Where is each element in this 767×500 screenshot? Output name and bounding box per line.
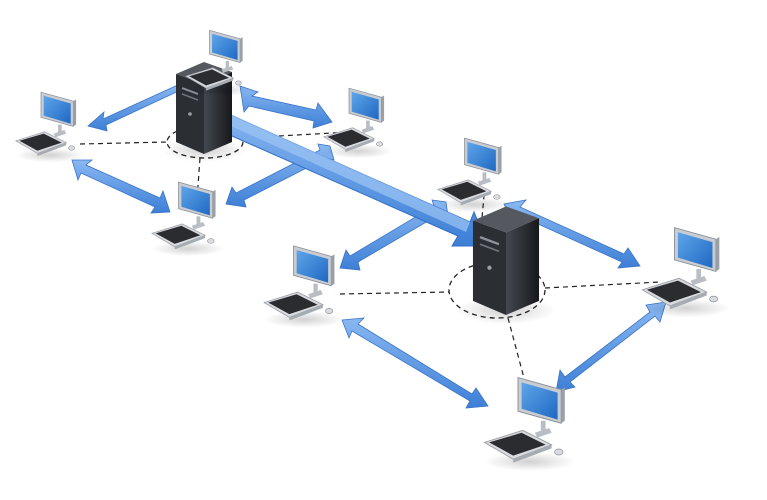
double-arrow-ws1-ws4: [71, 159, 171, 214]
workstation-1: [15, 91, 85, 163]
double-arrow-ws6-ws7: [555, 301, 667, 393]
server-link-arrow: [199, 103, 489, 247]
group-b-arrows: [341, 199, 667, 409]
workstation-5: [263, 245, 345, 329]
double-arrow-ws5-ws6: [341, 317, 489, 409]
double-arrow-ws2-ws3: [239, 85, 333, 129]
double-arrow-ws1-ws2: [87, 83, 184, 132]
workstation-6: [483, 377, 577, 472]
workstation-7: [641, 227, 731, 318]
server-a-zone-ring: [166, 125, 244, 159]
workstation-2: [185, 29, 251, 98]
workstation-8: [437, 137, 511, 213]
group-a-arrows: [71, 79, 333, 214]
workstation-3: [323, 87, 393, 159]
